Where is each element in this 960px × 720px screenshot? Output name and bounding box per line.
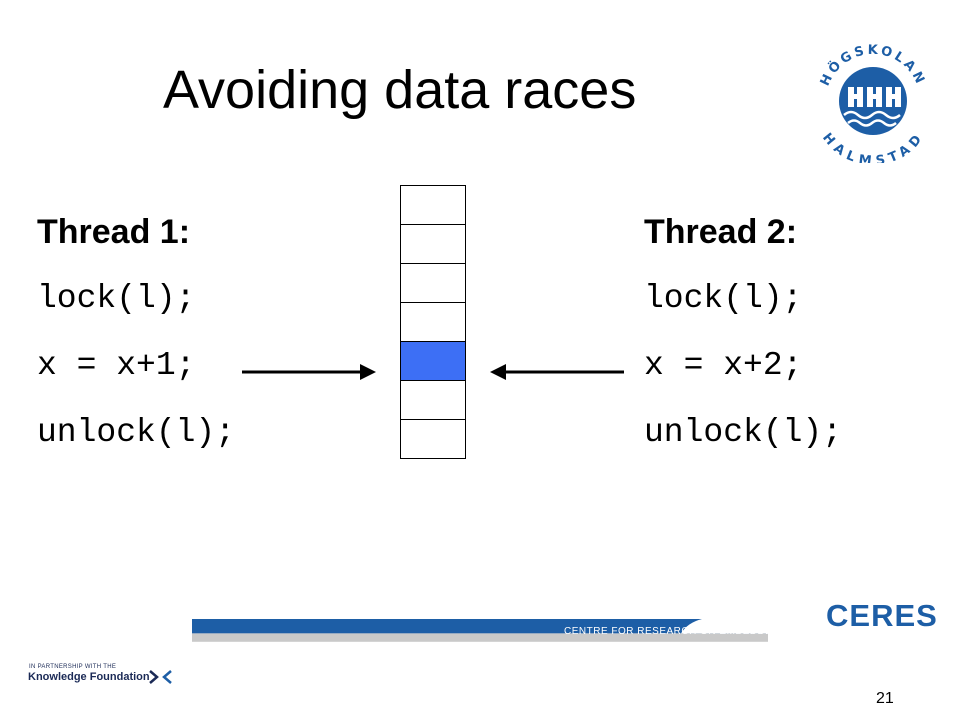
memory-cell — [400, 224, 466, 263]
logo-bottom-text: HALMSTAD — [819, 130, 924, 163]
thread1-arrow-icon — [242, 364, 376, 380]
hogskolan-halmstad-logo: HÖGSKOLAN HALMSTAD — [818, 43, 927, 163]
footer-band — [192, 619, 768, 642]
thread1-line-lock: lock(l); — [37, 280, 196, 317]
slide-title: Avoiding data races — [163, 60, 637, 120]
waves-icon — [843, 110, 901, 127]
memory-cell — [400, 263, 466, 302]
memory-cell — [400, 380, 466, 419]
thread2-line-increment: x = x+2; — [644, 347, 803, 384]
knowledge-foundation-chevrons-icon — [149, 670, 172, 684]
memory-cell — [400, 302, 466, 341]
svg-text:HALMSTAD: HALMSTAD — [819, 130, 927, 163]
ceres-logo: CERES — [826, 598, 938, 633]
thread2-heading: Thread 2: — [644, 213, 798, 251]
thread2-arrow-icon — [490, 364, 624, 380]
hhh-mark-icon — [848, 87, 901, 107]
thread2-line-unlock: unlock(l); — [644, 414, 843, 451]
page-number: 21 — [876, 690, 894, 707]
thread1-heading: Thread 1: — [37, 213, 191, 251]
memory-array — [400, 185, 466, 459]
thread1-line-increment: x = x+1; — [37, 347, 196, 384]
thread2-line-lock: lock(l); — [644, 280, 803, 317]
memory-cell — [400, 419, 466, 459]
ceres-subtitle: CENTRE FOR RESEARCH ON EMBEDDED SYSTEMS — [564, 626, 835, 637]
partner-name: Knowledge Foundation — [28, 671, 150, 683]
thread1-line-unlock: unlock(l); — [37, 414, 236, 451]
memory-cell — [400, 185, 466, 224]
partner-small-text: IN PARTNERSHIP WITH THE — [29, 664, 117, 670]
memory-cell-x — [400, 341, 466, 380]
